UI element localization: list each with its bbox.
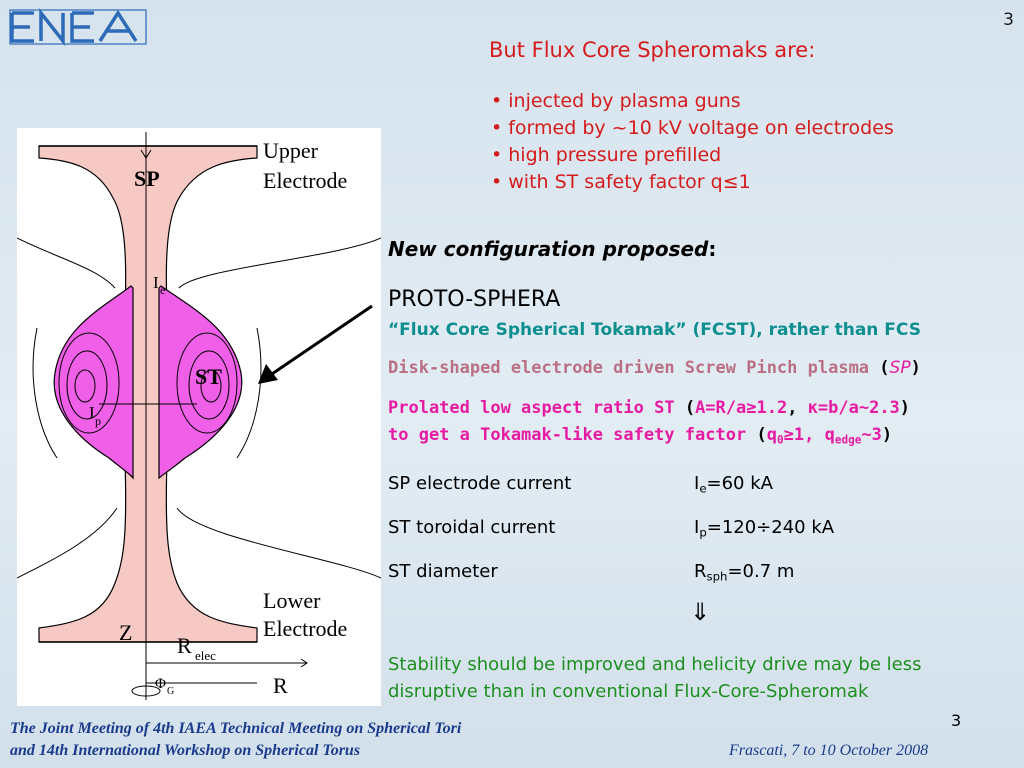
new-configuration-heading: New configuration proposed:	[388, 237, 717, 261]
label-ip: I	[89, 403, 95, 422]
label-ie: I	[153, 273, 159, 292]
down-double-arrow-icon: ⇓	[690, 598, 711, 626]
label-upper: Upper	[263, 138, 319, 163]
param-value: Ie=60 kA	[694, 473, 773, 496]
pointer-arrow	[250, 300, 380, 390]
enea-logo	[8, 7, 148, 47]
label-lower: Lower	[263, 588, 321, 613]
param-value: Rsph=0.7 m	[694, 561, 795, 584]
proto-sphera-title: PROTO-SPHERA	[388, 287, 561, 312]
bullet-item: • injected by plasma guns	[491, 90, 741, 112]
label-r: R	[273, 673, 288, 698]
param-name: ST toroidal current	[388, 517, 556, 538]
slide-heading: But Flux Core Spheromaks are:	[489, 38, 816, 62]
label-lower-electrode: Electrode	[263, 616, 347, 641]
label-relec-sub: elec	[195, 648, 216, 663]
bullet-item: • with ST safety factor q≤1	[491, 171, 751, 193]
spheromak-diagram: SP ST Upper Electrode Lower Electrode I …	[16, 128, 382, 706]
param-name: SP electrode current	[388, 473, 572, 494]
label-phi: Φ	[155, 676, 166, 692]
param-name: ST diameter	[388, 561, 498, 582]
label-upper-electrode: Electrode	[263, 168, 347, 193]
label-st: ST	[195, 364, 222, 389]
param-value: Ip=120÷240 kA	[694, 517, 835, 540]
bullet-list: • injected by plasma guns • formed by ~1…	[491, 88, 894, 196]
disk-electrode-text: Disk-shaped electrode driven Screw Pinch…	[388, 358, 921, 378]
footer-conference: The Joint Meeting of 4th IAEA Technical …	[10, 720, 462, 759]
page-number: 3	[1003, 10, 1014, 30]
bullet-item: • high pressure prefilled	[491, 144, 722, 166]
label-phi-sub: G	[167, 686, 174, 697]
bullet-item: • formed by ~10 kV voltage on electrodes	[491, 117, 894, 139]
label-sp: SP	[134, 166, 160, 191]
stability-statement: Stability should be improved and helicit…	[388, 654, 922, 702]
label-ie-sub: e	[160, 283, 165, 297]
left-plasma-lobe	[53, 285, 134, 480]
page-number-bottom: 3	[951, 711, 962, 730]
label-z: Z	[119, 620, 132, 645]
right-plasma-lobe	[158, 285, 243, 480]
label-relec: R	[177, 633, 192, 658]
label-ip-sub: p	[95, 414, 101, 428]
footer-location-date: Frascati, 7 to 10 October 2008	[729, 742, 929, 759]
prolated-text: Prolated low aspect ratio ST (A=R/a≥1.2,…	[388, 398, 911, 447]
fcst-description: “Flux Core Spherical Tokamak” (FCST), ra…	[388, 320, 921, 340]
